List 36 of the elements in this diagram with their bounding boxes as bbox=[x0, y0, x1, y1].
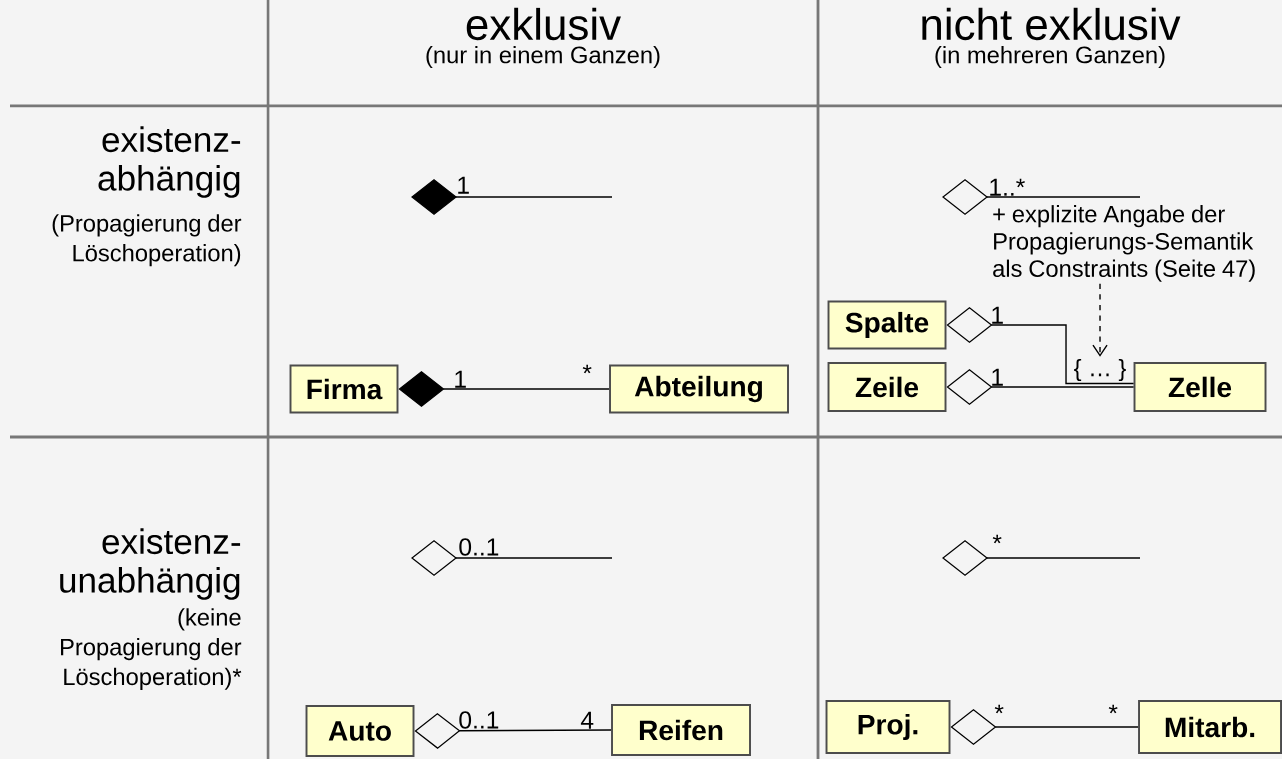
class-box: Zelle bbox=[1133, 362, 1267, 412]
dashed-arrow bbox=[1092, 283, 1108, 357]
class-box: Reifen bbox=[611, 704, 751, 756]
class-box: Firma bbox=[289, 364, 399, 414]
class-box: Zeile bbox=[827, 362, 947, 412]
aggregation-line bbox=[950, 709, 1139, 745]
multiplicity-label: 1 bbox=[458, 176, 469, 194]
multiplicity-label: 1 bbox=[455, 370, 466, 388]
aggregation-line bbox=[946, 369, 1135, 405]
multiplicity-label: 1..* bbox=[990, 178, 1025, 196]
multiplicity-label: * bbox=[992, 534, 1002, 544]
multiplicity-label: 0..1 bbox=[459, 538, 499, 556]
multiplicity-label: 4 bbox=[580, 711, 594, 729]
constraint-label: { … } bbox=[1074, 358, 1126, 382]
multiplicity-label: 0..1 bbox=[459, 711, 499, 729]
class-box: Spalte bbox=[827, 300, 947, 350]
multiplicity-label: 1 bbox=[992, 306, 1003, 324]
row-heading: existenz- unabhängig bbox=[60, 528, 241, 600]
multiplicity-label: * bbox=[582, 364, 592, 374]
class-box: Auto bbox=[305, 705, 415, 757]
class-box: Proj. bbox=[825, 700, 951, 754]
class-box: Abteilung bbox=[609, 364, 789, 414]
multiplicity-label: * bbox=[1108, 704, 1118, 714]
column-subheading: (in mehreren Ganzen) bbox=[935, 45, 1165, 69]
composition-line bbox=[398, 371, 610, 407]
multiplicity-label: 1 bbox=[992, 368, 1003, 386]
row-subheading: (keine Propagierung der Löschoperation)* bbox=[61, 608, 242, 690]
column-subheading: (nur in einem Ganzen) bbox=[426, 45, 660, 69]
multiplicity-label: * bbox=[994, 704, 1004, 714]
row-subheading: (Propagierung der Löschoperation) bbox=[52, 214, 242, 267]
aggregation-line bbox=[946, 307, 1135, 385]
column-heading: exklusiv bbox=[466, 7, 621, 41]
row-heading: existenz- abhängig bbox=[98, 126, 241, 198]
column-heading: nicht exklusiv bbox=[922, 7, 1181, 41]
note-text: + explizite Angabe der Propagierungs-Semantik als Constraints (Seite 47) bbox=[993, 205, 1255, 282]
class-box: Mitarb. bbox=[1138, 700, 1282, 754]
